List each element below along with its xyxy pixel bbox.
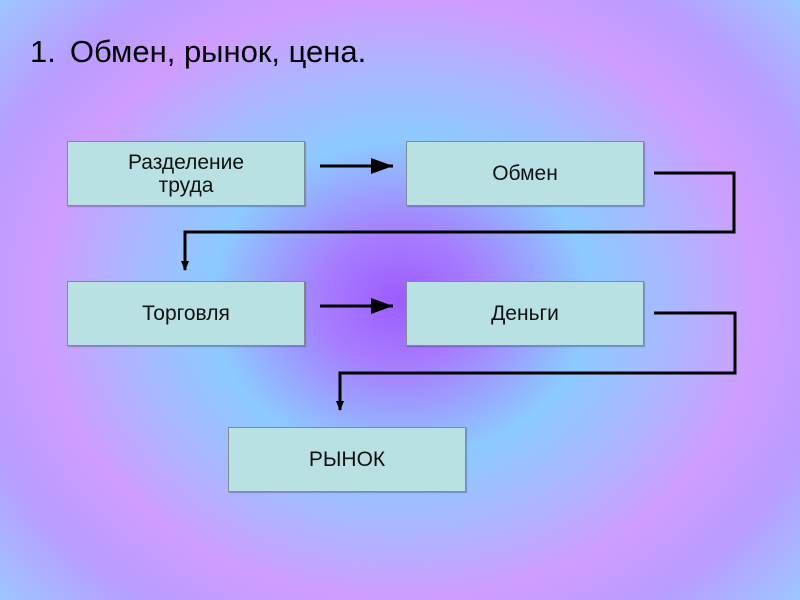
slide-title: 1. Обмен, рынок, цена. xyxy=(30,34,366,70)
box-market: РЫНОК xyxy=(228,427,466,492)
box-label: Разделение труда xyxy=(127,150,245,197)
box-trade: Торговля xyxy=(67,281,305,346)
connector-exchange-to-trade xyxy=(181,171,736,271)
box-label: Торговля xyxy=(142,302,230,325)
box-money: Деньги xyxy=(406,281,644,346)
box-exchange: Обмен xyxy=(406,141,644,206)
box-division-of-labor: Разделение труда xyxy=(67,141,305,206)
box-label: Деньги xyxy=(491,302,559,325)
box-label: Обмен xyxy=(492,162,558,185)
connector-money-to-market xyxy=(336,311,737,411)
box-label: РЫНОК xyxy=(308,448,386,471)
title-text: Обмен, рынок, цена. xyxy=(69,34,367,69)
title-number: 1. xyxy=(30,34,56,69)
